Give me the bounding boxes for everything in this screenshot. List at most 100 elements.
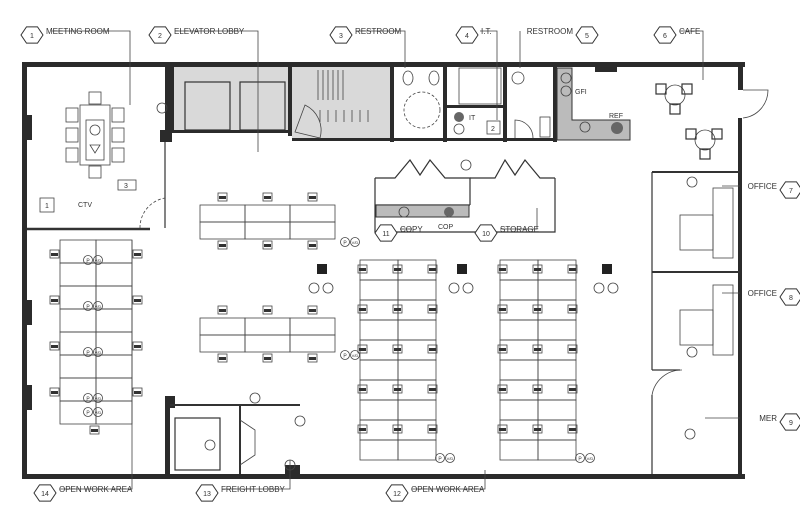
chair	[711, 128, 723, 140]
voice-data-label: V/D	[447, 456, 454, 461]
desk	[359, 319, 399, 341]
voice-data-label: V/D	[587, 456, 594, 461]
cafe-table	[694, 129, 716, 151]
room-name: ELEVATOR LOBBY	[174, 27, 245, 36]
chair	[532, 304, 543, 314]
voice-data-label: V/D	[95, 350, 102, 355]
power-label: P	[86, 305, 90, 311]
chair	[217, 240, 228, 250]
room-name: RESTROOM	[355, 27, 402, 36]
desk	[244, 334, 291, 353]
freight-elevator	[165, 392, 306, 475]
chair	[392, 344, 403, 354]
power-outlet-symbol	[83, 393, 93, 403]
chair	[357, 344, 368, 354]
chair	[357, 424, 368, 434]
chair	[132, 387, 143, 397]
chair	[132, 249, 143, 259]
room-number: 7	[789, 188, 793, 195]
chair	[65, 127, 79, 143]
ctv-label: CTV	[78, 202, 92, 209]
desk	[95, 377, 133, 402]
voice-data-symbol	[585, 453, 595, 463]
desk	[95, 331, 133, 356]
chair	[497, 344, 508, 354]
room-name: RESTROOM	[527, 27, 574, 36]
power-label: P	[86, 259, 90, 265]
chair	[669, 103, 681, 115]
desk	[199, 204, 246, 223]
power-label: P	[86, 411, 90, 417]
voice-data-label: V/D	[95, 258, 102, 263]
tag-box-1: 1	[45, 203, 49, 210]
chair	[392, 384, 403, 394]
callout-hexagon	[455, 26, 479, 44]
chair	[681, 83, 693, 95]
chair	[427, 344, 438, 354]
chair	[497, 424, 508, 434]
desk	[537, 399, 577, 421]
room-name: FREIGHT LOBBY	[221, 485, 286, 494]
power-label: P	[578, 457, 582, 463]
chair	[497, 384, 508, 394]
desk	[59, 262, 97, 287]
voice-data-label: V/D	[95, 396, 102, 401]
desk	[397, 399, 437, 421]
chair	[217, 305, 228, 315]
chair	[567, 304, 578, 314]
room-number: 11	[382, 231, 389, 238]
room-name: I.T.	[481, 27, 492, 36]
room-number: 8	[789, 295, 793, 302]
power-outlet-symbol	[83, 347, 93, 357]
chair	[49, 387, 60, 397]
power-outlet-symbol	[83, 301, 93, 311]
power-label: P	[86, 351, 90, 357]
chair	[427, 264, 438, 274]
chair	[262, 192, 273, 202]
desk	[95, 400, 133, 425]
power-label: P	[343, 354, 347, 360]
callout-hexagon	[20, 26, 44, 44]
desk	[289, 204, 336, 223]
room-name: CAFE	[679, 27, 700, 36]
room-name: OFFICE	[748, 289, 777, 298]
desk	[537, 279, 577, 301]
chair	[392, 264, 403, 274]
desk	[59, 285, 97, 310]
power-outlet-symbol	[340, 350, 350, 360]
meeting-room: 3 1 CTV	[27, 66, 172, 231]
chair	[217, 353, 228, 363]
voice-data-label: V/D	[352, 240, 359, 245]
chair	[497, 264, 508, 274]
callout-hexagon	[474, 224, 498, 242]
chair	[262, 353, 273, 363]
chair	[392, 304, 403, 314]
cafe-door[interactable]	[742, 89, 769, 119]
desk	[244, 221, 291, 240]
chair	[111, 107, 125, 123]
voice-data-symbol	[350, 350, 360, 360]
chair	[217, 192, 228, 202]
desk	[59, 354, 97, 379]
desk	[537, 319, 577, 341]
voice-data-symbol	[93, 255, 103, 265]
outlet-group	[448, 264, 474, 294]
chair	[307, 353, 318, 363]
voice-data-label: V/D	[95, 304, 102, 309]
room-name: COPY	[400, 225, 423, 234]
room-number: 9	[789, 420, 793, 427]
callout-hexagon	[329, 26, 353, 44]
room-number: 12	[393, 491, 401, 498]
desk	[499, 319, 539, 341]
chair	[307, 240, 318, 250]
chair	[357, 264, 368, 274]
chair	[357, 384, 368, 394]
room-callout-4: 4I.T.	[455, 26, 498, 120]
room-name: STORAGE	[500, 225, 539, 234]
desk	[59, 239, 97, 264]
